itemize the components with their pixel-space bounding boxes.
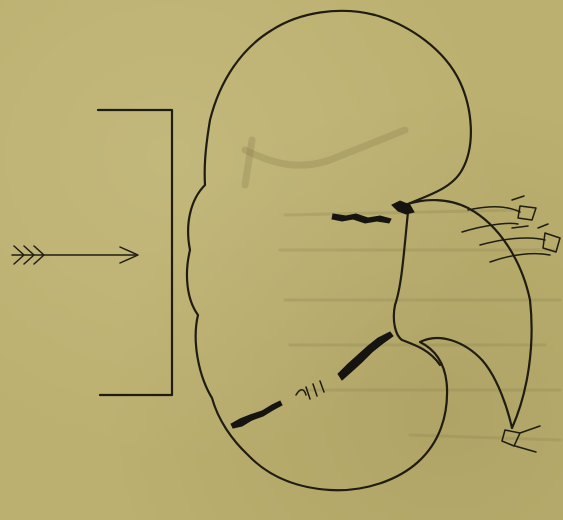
lower-lobe-outline xyxy=(394,212,440,365)
bleed-through-marks xyxy=(245,130,560,440)
vessel-ligatures xyxy=(462,196,560,452)
incision-marks xyxy=(231,201,414,428)
direction-arrow xyxy=(12,246,138,264)
bracket xyxy=(98,110,172,395)
